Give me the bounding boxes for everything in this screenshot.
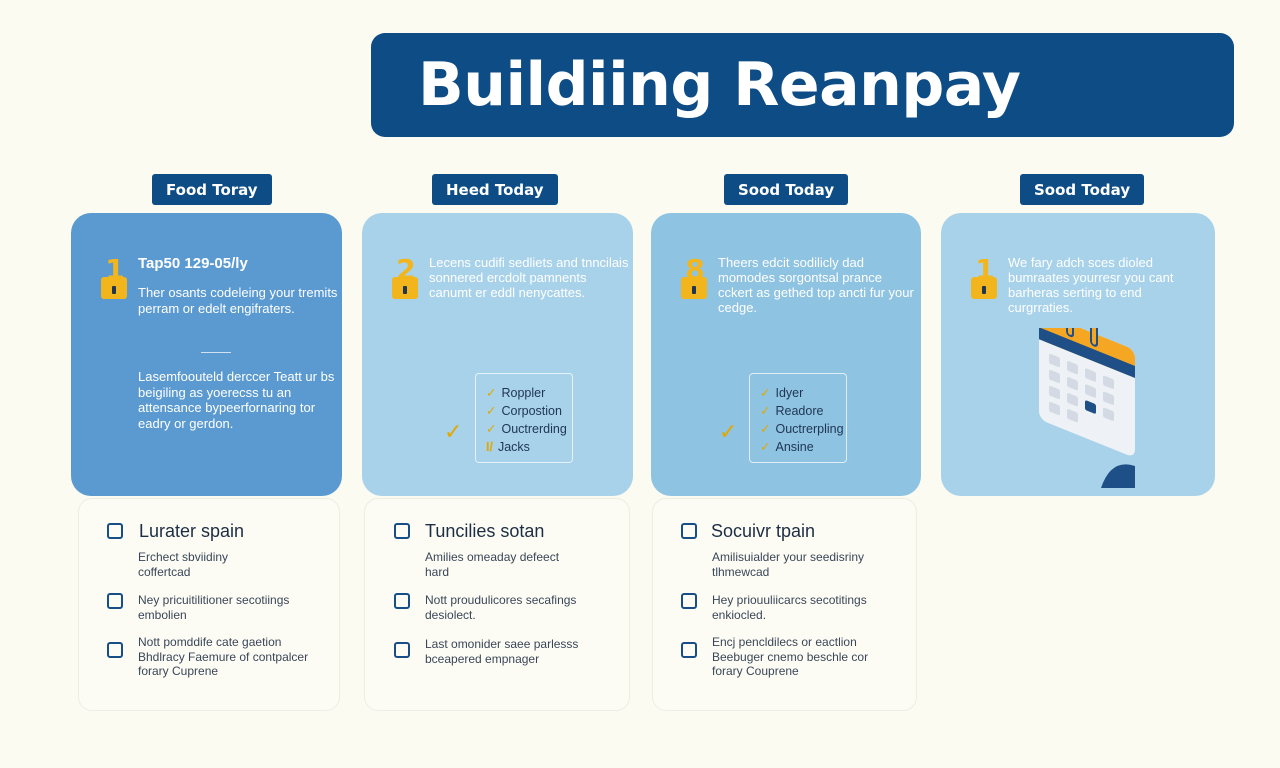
step-number: 1 [975,257,994,286]
checkbox-icon[interactable] [394,642,410,658]
task-item: Encj pencldilecs or eactlion Beebuger cn… [712,635,869,678]
step-number: 2 [396,257,415,286]
step-card-2: 2 Lecens cudifi sedliets and tnncilais s… [362,213,633,496]
number-lock-icon: 1 [971,257,997,299]
number-lock-icon: 1 [101,257,127,299]
divider [201,352,231,353]
checkmark-icon: ✓ [760,440,771,454]
number-lock-icon: 8 [681,257,707,299]
checklist-item: ✓Readore [760,404,824,418]
checkbox-icon[interactable] [681,642,697,658]
card-heading: Tap50 129-05/ly [138,255,248,272]
checkmark-icon: ✓ [486,386,497,400]
task-panel-title: Tuncilies sotan [425,521,545,541]
checklist-item: ✓Corpostion [486,404,562,418]
task-panel-2: Tuncilies sotan Amilies omeaday defeect … [364,498,630,711]
task-panel-title: Lurater spain [139,521,245,541]
step-card-3: 8 Theers edcit sodilicly dad momodes sor… [651,213,921,496]
task-panel-title: Socuivr tpain [711,521,816,541]
checkbox-icon[interactable] [394,593,410,609]
card-intro: Lecens cudifi sedliets and tnncilais son… [429,255,629,300]
task-item: Hey priouuliicarcs secotitings enkiocled… [712,593,867,622]
checklist-item: ✓Ouctrerding [486,422,567,436]
number-lock-icon: 2 [392,257,418,299]
task-item: Nott pomddife cate gaetion Bhdlracy Faem… [138,635,309,678]
card-intro: We fary adch sces dioled bumraates yourr… [1008,255,1174,315]
step-card-1: 1 Tap50 129-05/ly Ther osants codeleing … [71,213,342,496]
checkbox-icon[interactable] [107,523,123,539]
checkmark-icon: ✓ [444,419,463,444]
task-item: Ney pricuitilitioner secotiings embolien [138,593,290,622]
checkmark-icon: ✓ [719,419,738,444]
step-number: 8 [685,257,704,286]
column-tab-2[interactable]: Heed Today [432,174,558,205]
card-body: Ther osants codeleing your tremits perra… [138,285,338,316]
card-note: Lasemfoouteld derccer Teatt ur bs beigil… [138,369,335,431]
task-panel-3: Socuivr tpain Amilisuialder your seedisr… [652,498,917,711]
column-tab-3[interactable]: Sood Today [724,174,849,205]
checkbox-icon[interactable] [107,593,123,609]
page-title: Buildiing Reanpay [418,50,1021,120]
task-item: Last omonider saee parlesss bceapered em… [425,637,579,666]
card-intro: Theers edcit sodilicly dad momodes sorgo… [718,255,914,315]
checklist: ✓Idyer ✓Readore ✓Ouctrerpling ✓Ansine [749,373,847,463]
checkbox-icon[interactable] [681,523,697,539]
checkmark-icon: ✓ [760,422,771,436]
task-item: Amilisuialder your seedisriny tlhmewcad [712,550,865,579]
checkmark-icon: ✓ [486,422,497,436]
step-card-4: 1 We fary adch sces dioled bumraates you… [941,213,1215,496]
checklist: ✓Roppler ✓Corpostion ✓Ouctrerding I/Jack… [475,373,573,463]
checklist-item: ✓Idyer [760,386,804,400]
title-banner: Buildiing Reanpay [371,33,1234,137]
checkmark-icon: ✓ [486,404,497,418]
task-item: Erchect sbviidiny coffertcad [138,550,229,579]
checklist-item: I/Jacks [486,440,530,454]
calendar-icon [1039,328,1135,488]
checkbox-icon[interactable] [107,642,123,658]
checkmark-icon: ✓ [760,404,771,418]
checkbox-icon[interactable] [394,523,410,539]
checklist-item: ✓Ansine [760,440,814,454]
step-number: 1 [105,257,124,286]
checklist-item: ✓Roppler [486,386,546,400]
checklist-item: ✓Ouctrerpling [760,422,844,436]
checkbox-icon[interactable] [681,593,697,609]
column-tab-4[interactable]: Sood Today [1020,174,1145,205]
checkmark-icon: I/ [486,440,493,454]
task-item: Amilies omeaday defeect hard [425,550,560,579]
checkmark-icon: ✓ [760,386,771,400]
task-panel-1: Lurater spain Erchect sbviidiny coffertc… [78,498,340,711]
task-item: Nott proudulicores secafings desiolect. [425,593,577,622]
column-tab-1[interactable]: Food Toray [152,174,272,205]
